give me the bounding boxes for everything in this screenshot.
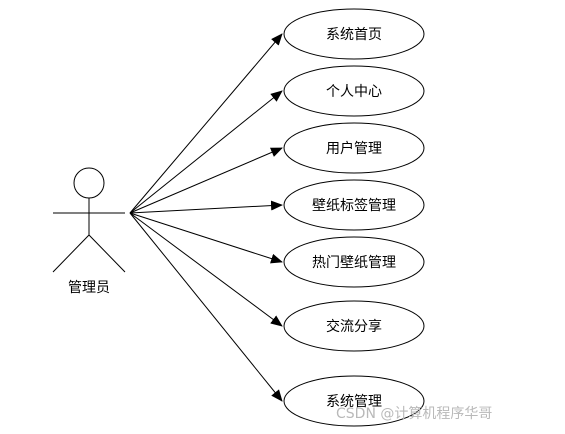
- use-case-ellipse: [283, 300, 425, 352]
- association-arrow: [129, 200, 283, 214]
- association-arrow: [129, 212, 283, 264]
- actor-left-leg: [52, 234, 90, 273]
- association-arrows: [129, 33, 283, 402]
- use-case-ellipse: [283, 8, 425, 60]
- use-case: 用户管理: [283, 122, 425, 174]
- use-case-ellipse: [283, 375, 425, 427]
- use-case: 交流分享: [283, 300, 425, 352]
- use-case-label: 个人中心: [326, 84, 382, 100]
- use-case: 热门壁纸管理: [283, 236, 425, 288]
- use-case: 系统首页: [283, 8, 425, 60]
- association-arrow: [129, 33, 283, 214]
- actor-label: 管理员: [68, 280, 110, 296]
- association-arrow: [129, 212, 283, 402]
- use-case: 个人中心: [283, 65, 425, 117]
- use-case-label: 系统首页: [326, 27, 382, 43]
- use-case: 系统管理: [283, 375, 425, 427]
- association-arrow: [129, 90, 283, 214]
- use-case-ellipse: [283, 179, 425, 231]
- use-case-label: 热门壁纸管理: [312, 255, 396, 271]
- use-case-ellipse: [283, 65, 425, 117]
- use-case-label: 用户管理: [326, 140, 382, 157]
- use-case: 壁纸标签管理: [283, 179, 425, 231]
- use-case-ellipse: [283, 122, 425, 174]
- association-arrow: [129, 147, 283, 214]
- actor-head: [73, 167, 105, 199]
- use-case-label: 系统管理: [326, 394, 382, 410]
- use-case-label: 壁纸标签管理: [312, 197, 396, 214]
- watermark-text: CSDN @计算机程序华哥: [336, 406, 492, 422]
- actor-right-leg: [88, 234, 126, 273]
- association-arrow: [129, 212, 283, 327]
- use-case-ellipse: [283, 236, 425, 288]
- use-case-label: 交流分享: [326, 318, 382, 335]
- actor: 管理员: [52, 167, 126, 296]
